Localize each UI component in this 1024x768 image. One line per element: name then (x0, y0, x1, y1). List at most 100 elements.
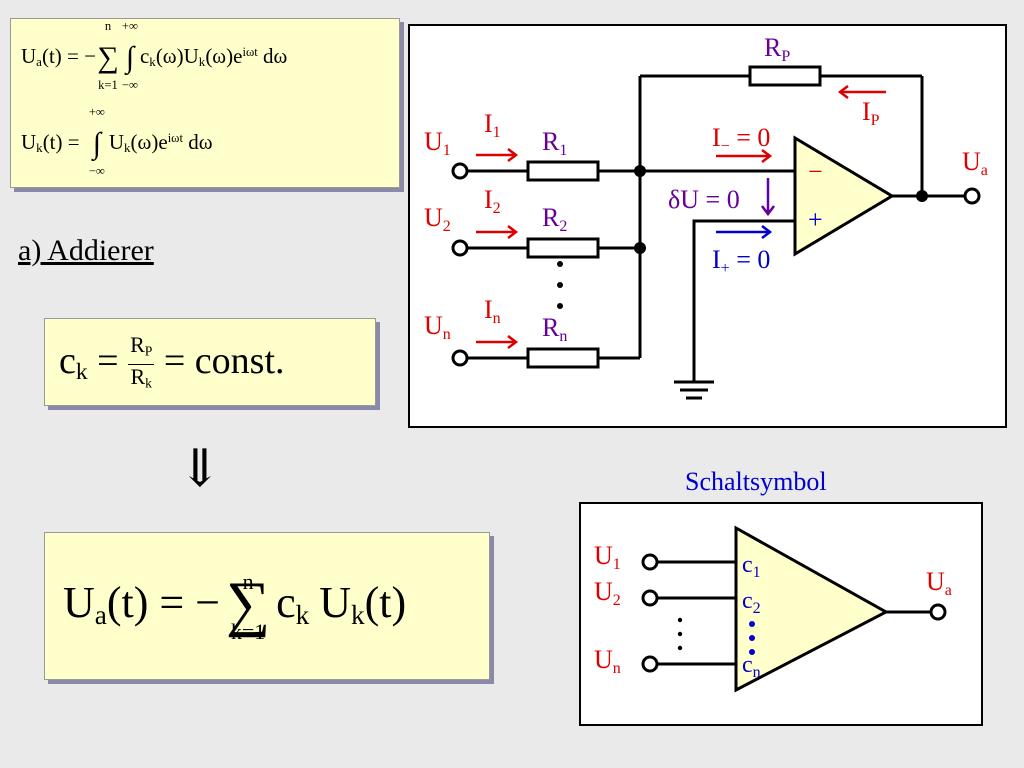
formula2-omega-arg: (ω) (130, 129, 159, 154)
label-delta-u: δU = 0 (668, 185, 740, 214)
formula1-c: c (139, 43, 150, 68)
ellipsis-dot (557, 282, 563, 288)
label-i-minus: I− = 0 (712, 123, 770, 155)
ck-num: R (130, 332, 145, 358)
label-un: Un (424, 311, 451, 343)
formula2-arg: (t) (42, 129, 63, 154)
ck-denominator: Rk (128, 363, 154, 395)
formula1-eq: = − (61, 43, 96, 68)
symbol-label-ua: Ua (926, 567, 952, 599)
ellipsis-dot (749, 621, 755, 627)
result-u: U (319, 578, 352, 627)
result-sum-sym: ∑ (225, 569, 271, 638)
resistor-r2 (526, 237, 600, 259)
current-arrows (476, 85, 886, 349)
formula2-lhs: U (21, 129, 37, 154)
ellipsis-dot (749, 635, 755, 641)
ck-num-sub: P (144, 343, 153, 359)
formula2-integral: +∞ ∫ −∞ (85, 105, 109, 178)
formula1-sum-top: n (104, 19, 112, 33)
opamp-minus-sign: − (808, 157, 823, 186)
ck-rhs: = const. (154, 340, 285, 382)
ellipsis-dot (557, 261, 563, 267)
label-r1: R1 (542, 127, 567, 159)
formula2-int-top: +∞ (88, 105, 105, 119)
formula1-lhs: U (21, 43, 37, 68)
formula2-int-bot: −∞ (88, 164, 105, 178)
formula1-omega-arg2: (ω) (205, 43, 234, 68)
opamp-plus-sign: + (808, 205, 823, 234)
junction-node (634, 242, 646, 254)
ellipsis-dot (677, 617, 683, 623)
result-u-sub: k (351, 599, 365, 630)
ellipsis-dot (677, 645, 683, 651)
formula1-lhs-sub: a (36, 54, 42, 70)
formula1-u: U (183, 43, 199, 68)
circuit-wires (466, 74, 966, 400)
symbol-wires (656, 560, 932, 666)
formula1-omega-arg: (ω) (155, 43, 184, 68)
result-sum-bot: k=1 (230, 618, 266, 644)
formula2-lhs-sub: k (36, 140, 43, 156)
ck-c: c (59, 340, 76, 382)
resistor-rp (748, 65, 822, 87)
symbol-input-terminal-n (641, 655, 659, 673)
label-i-plus: I+ = 0 (712, 245, 770, 277)
junction-node (916, 190, 928, 202)
input-terminal-n (451, 349, 469, 367)
label-ip: IP (862, 97, 880, 129)
input-terminal-1 (451, 162, 469, 180)
result-lhs-sub: a (94, 599, 107, 630)
formula1-arg: (t) (41, 43, 62, 68)
symbol-triangle (734, 525, 890, 693)
label-rn: Rn (542, 313, 567, 345)
symbol-title: Schaltsymbol (685, 467, 827, 496)
ck-numerator: RP (128, 332, 155, 365)
input-terminal-2 (451, 239, 469, 257)
ellipsis-dot (749, 649, 755, 655)
label-rp: RP (764, 33, 790, 65)
formula1-dw: dω (257, 43, 288, 68)
label-u2: U2 (424, 203, 451, 235)
ellipsis-dot (557, 303, 563, 309)
ck-den-sub: k (145, 375, 152, 391)
formula-line-1: Ua(t) = −n∑k=1+∞∫−∞ck(ω)Uk(ω)eiωt dω (21, 19, 288, 92)
formula-box: Ua(t) = −n∑k=1+∞∫−∞ck(ω)Uk(ω)eiωt dω Uk(… (10, 18, 400, 188)
formula1-int-sym: ∫ (125, 41, 135, 74)
label-in: In (484, 295, 501, 327)
formula1-sum: n ∑ k=1 (96, 19, 120, 92)
symbol-input-terminal-1 (641, 553, 659, 571)
opamp-triangle (793, 135, 895, 257)
implies-arrow: ⇓ (178, 441, 222, 498)
formula1-sum-bot: k=1 (98, 78, 118, 92)
circuit-frame (408, 24, 1007, 428)
formula1-sum-sym: ∑ (97, 41, 119, 74)
ck-eq: = (87, 340, 129, 382)
label-i1: I1 (484, 109, 501, 141)
resistor-r1 (526, 160, 600, 182)
result-c-sub: k (295, 599, 310, 630)
formula2-e: e (158, 129, 168, 154)
junction-node (634, 165, 646, 177)
result-c: c (276, 578, 296, 627)
result-eq: = − (148, 578, 221, 627)
label-u1: U1 (424, 127, 451, 159)
label-i2: I2 (484, 185, 501, 217)
section-title: a) Addierer (18, 234, 154, 267)
formula1-e-sup: iωt (242, 44, 258, 59)
ellipsis-dot (677, 631, 683, 637)
formula2-u: U (108, 129, 125, 154)
ck-den: R (130, 363, 146, 389)
symbol-input-terminal-2 (641, 589, 659, 607)
label-ua: Ua (962, 147, 988, 179)
symbol-label-u1: U1 (594, 541, 621, 573)
formula2-u-sub: k (124, 140, 131, 156)
resistor-rn (526, 347, 600, 369)
formula-line-2: Uk(t) = +∞∫−∞Uk(ω)eiωt dω (21, 105, 213, 178)
formula2-int-sym: ∫ (92, 127, 101, 160)
